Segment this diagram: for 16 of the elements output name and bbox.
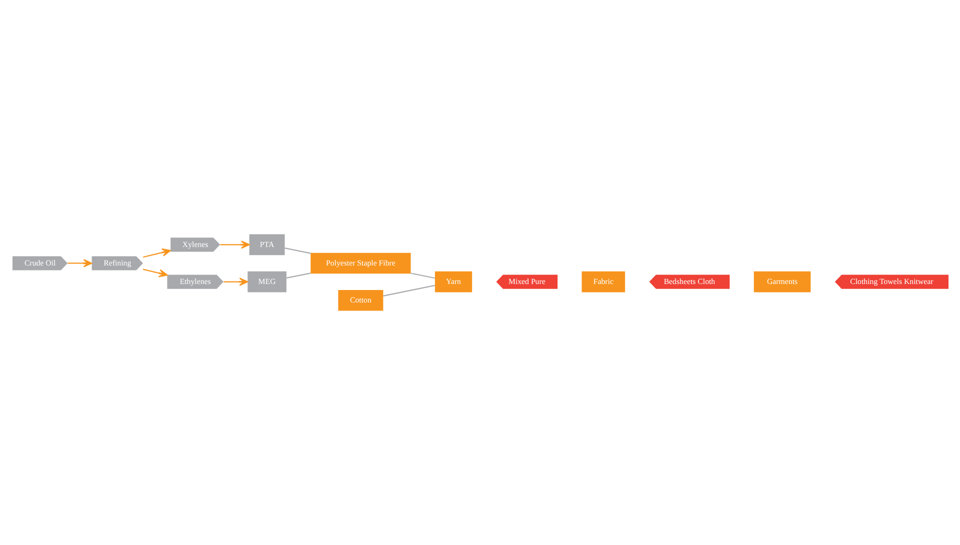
node-box: Polyester Staple Fibre [310,252,410,274]
node-box: MEG [247,271,286,292]
connector [410,272,435,279]
connector [284,248,310,254]
node-box: Yarn [434,271,472,292]
arrow [142,248,170,258]
connector [382,284,434,296]
node-box: Fabric [581,271,625,292]
node-box: Cotton [338,290,383,311]
arrow [142,268,168,278]
arrow [223,278,248,286]
connector [286,272,310,279]
node-box: PTA [248,234,284,256]
arrow [67,259,92,268]
node-box: Garments [753,271,810,292]
arrow [220,240,250,249]
